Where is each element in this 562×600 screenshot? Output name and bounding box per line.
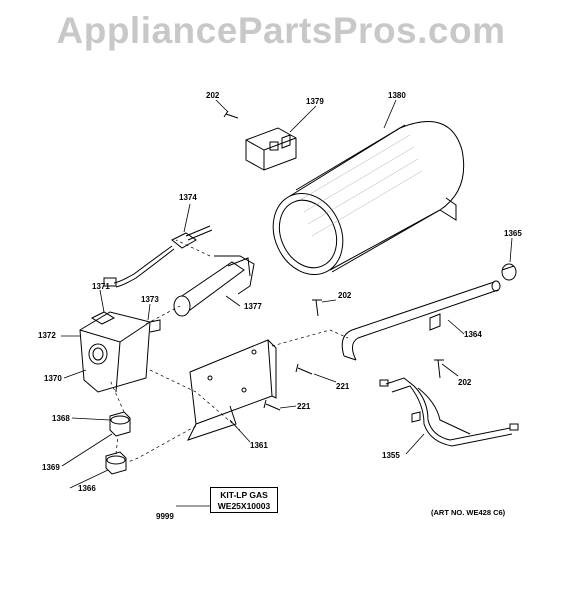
burner-tube-1380 bbox=[272, 121, 465, 276]
label-1380: 1380 bbox=[388, 91, 406, 100]
kit-line-1: KIT-LP GAS bbox=[220, 490, 268, 500]
label-1368: 1368 bbox=[52, 414, 70, 423]
label-202: 202 bbox=[338, 291, 352, 300]
screw-221b bbox=[263, 399, 281, 411]
label-1371: 1371 bbox=[92, 282, 110, 291]
screw-202-mid bbox=[312, 299, 322, 317]
label-1370: 1370 bbox=[44, 374, 62, 383]
label-202: 202 bbox=[458, 378, 472, 387]
leader-lines bbox=[61, 99, 513, 507]
dashed-lines bbox=[109, 239, 349, 463]
art-number: (ART NO. WE428 C6) bbox=[431, 508, 506, 517]
kit-box: KIT-LP GAS WE25X10003 bbox=[210, 487, 278, 513]
label-221: 221 bbox=[336, 382, 350, 391]
label-9999: 9999 bbox=[156, 512, 174, 521]
kit-line-2: WE25X10003 bbox=[217, 501, 271, 511]
gas-valve bbox=[79, 311, 161, 393]
label-1369: 1369 bbox=[42, 463, 60, 472]
screw-202-right bbox=[434, 359, 444, 379]
screw-202-top bbox=[223, 110, 239, 119]
fitting-1368 bbox=[109, 411, 131, 437]
manifold-1377 bbox=[173, 255, 255, 317]
label-202: 202 bbox=[206, 91, 220, 100]
label-1365: 1365 bbox=[504, 229, 522, 238]
label-1374: 1374 bbox=[179, 193, 197, 202]
label-1372: 1372 bbox=[38, 331, 56, 340]
label-1373: 1373 bbox=[141, 295, 159, 304]
label-221: 221 bbox=[297, 402, 311, 411]
label-1366: 1366 bbox=[78, 484, 96, 493]
label-1379: 1379 bbox=[306, 97, 324, 106]
label-1377: 1377 bbox=[244, 302, 262, 311]
fitting-1366 bbox=[105, 451, 127, 475]
pipe-1364 bbox=[341, 280, 501, 361]
label-1355: 1355 bbox=[382, 451, 400, 460]
label-1361: 1361 bbox=[250, 441, 268, 450]
igniter-1374 bbox=[103, 225, 213, 288]
label-1364: 1364 bbox=[464, 330, 482, 339]
sensor-1379 bbox=[245, 127, 297, 171]
cap-1365 bbox=[501, 263, 517, 281]
bracket-1361 bbox=[187, 339, 277, 441]
harness-1355 bbox=[379, 377, 519, 447]
watermark-logo: AppliancePartsPros.com bbox=[56, 10, 506, 51]
screw-221a bbox=[295, 363, 313, 375]
